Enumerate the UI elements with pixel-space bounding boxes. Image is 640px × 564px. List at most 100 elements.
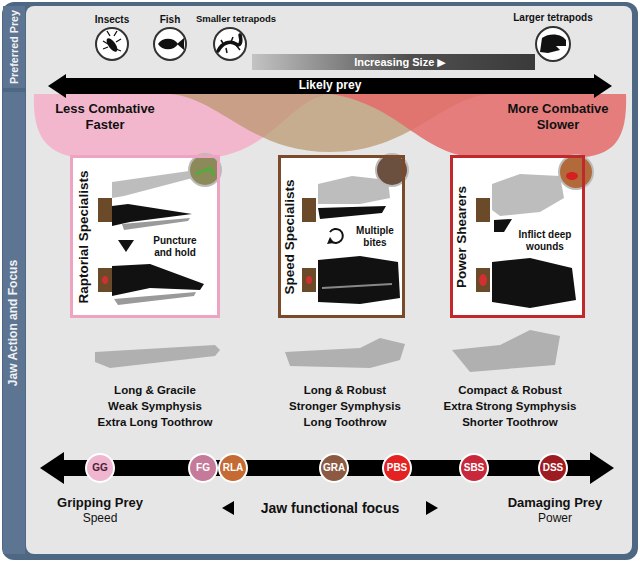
lower-jaw: [494, 219, 512, 232]
lizard-icon: [214, 28, 246, 60]
insect-legs: [103, 31, 121, 51]
fish-icon: [154, 28, 186, 60]
text-label: Speed: [83, 512, 118, 526]
fish-tail: [177, 38, 184, 50]
lower-jaw: [122, 218, 190, 230]
icon-circle: [536, 27, 570, 61]
wound: [306, 276, 312, 284]
size-bar: Increasing Size ▶: [252, 54, 535, 70]
group-circle: PBS: [382, 453, 412, 483]
tooth-row: [322, 284, 392, 288]
node-text: PBS: [387, 462, 408, 474]
raptorial-illustration: [70, 154, 221, 318]
focus-arrow: [40, 452, 614, 484]
group-circle: SBS: [459, 453, 489, 483]
prey-range-power: [330, 94, 626, 158]
repeat-arrow-head: [327, 237, 334, 244]
inner-ground: [26, 6, 632, 554]
text-label: Stronger Symphysis: [289, 400, 401, 413]
text-label: Power: [538, 512, 572, 526]
sequence-arrow: [118, 240, 134, 252]
node-text: Preferred Prey: [8, 10, 20, 84]
text-label: Smaller tetrapods: [196, 14, 276, 25]
icon-circle: [214, 28, 246, 60]
lower-jaw: [318, 206, 386, 219]
insect-body: [105, 36, 120, 53]
wound: [102, 276, 108, 284]
small-arrow: [222, 501, 234, 515]
tongue: [196, 168, 214, 176]
lizard-body: [218, 35, 241, 51]
wound: [479, 274, 487, 286]
text-label: Damaging Prey: [508, 496, 603, 511]
text-label: Compact & Robust: [458, 384, 562, 397]
text-label: Faster: [85, 118, 124, 133]
text-label: More Combative: [507, 102, 608, 117]
text-label: Insects: [95, 14, 129, 26]
arrow-head: [594, 74, 612, 98]
text-label: Extra Long Toothrow: [98, 416, 213, 429]
node-text: GG: [92, 462, 108, 474]
large-tetrapod-icon: [536, 27, 570, 61]
small-arrow: [426, 501, 438, 515]
callout-text: Multiple bites: [348, 225, 403, 248]
node-text: GRA: [323, 462, 345, 474]
specialist-panel: Power Shearers Inflict deep wounds: [450, 155, 585, 318]
scene-vignette: [559, 155, 593, 189]
power-illustration: [450, 155, 593, 318]
skull-outline: [492, 174, 564, 216]
text-label: Shorter Toothrow: [462, 416, 558, 429]
node-text: DSS: [543, 462, 564, 474]
prey-arrow: Likely prey: [66, 78, 594, 94]
arrow-head: [48, 74, 66, 98]
text-label: Jaw functional focus: [261, 500, 399, 516]
side-band: Jaw Action and Focus: [3, 92, 25, 554]
specialist-panel: Speed Specialists Multiple bites: [278, 155, 405, 318]
prey-block: [302, 268, 316, 292]
callout-text: Puncture and hold: [144, 235, 206, 258]
lower-jaw: [114, 292, 196, 305]
node-text: Increasing Size ▶: [354, 56, 446, 69]
callout-text: Inflict deep wounds: [509, 229, 581, 252]
skull-outline: [112, 170, 200, 198]
icon-circle: [154, 28, 186, 60]
text-label: Less Combative: [55, 102, 155, 117]
panel-title: Speed Specialists: [282, 180, 298, 295]
prey-block: [476, 268, 490, 292]
insect-icon: [96, 28, 128, 60]
text-label: Gripping Prey: [57, 496, 143, 511]
node-text: Likely prey: [299, 79, 362, 93]
lizard-legs: [221, 37, 240, 53]
specialist-panel: Raptorial Specialists Puncture and hold: [70, 155, 220, 318]
prey-block: [98, 268, 112, 292]
panel-title: Raptorial Specialists: [76, 171, 92, 304]
side-band: Preferred Prey: [3, 6, 25, 88]
node-text: Jaw Action and Focus: [7, 260, 21, 386]
text-label: Fish: [160, 14, 181, 26]
text-label: Slower: [537, 118, 580, 133]
prey-block: [476, 198, 490, 222]
node-text: RLA: [223, 462, 244, 474]
skull: [318, 256, 400, 304]
text-label: Long & Robust: [304, 384, 386, 397]
icon-circle: [96, 28, 128, 60]
jaw-silhouette: [285, 338, 405, 368]
panel-title: Power Shearers: [454, 186, 470, 288]
jaw-silhouette: [452, 330, 560, 372]
group-circle: RLA: [218, 453, 248, 483]
text-label: Weak Symphysis: [108, 400, 202, 413]
text-label: Extra Strong Symphysis: [444, 400, 577, 413]
panel-ground: [70, 155, 220, 318]
speed-illustration: [278, 154, 408, 318]
text-label: Larger tetrapods: [513, 12, 592, 24]
group-circle: GG: [85, 453, 115, 483]
group-circle: DSS: [538, 453, 568, 483]
node-text: SBS: [464, 462, 485, 474]
group-circle: FG: [188, 453, 218, 483]
node-text: FG: [196, 462, 210, 474]
text-label: Long & Gracile: [114, 384, 196, 397]
dinosaur-head: [540, 34, 566, 53]
prey-block: [302, 198, 316, 222]
